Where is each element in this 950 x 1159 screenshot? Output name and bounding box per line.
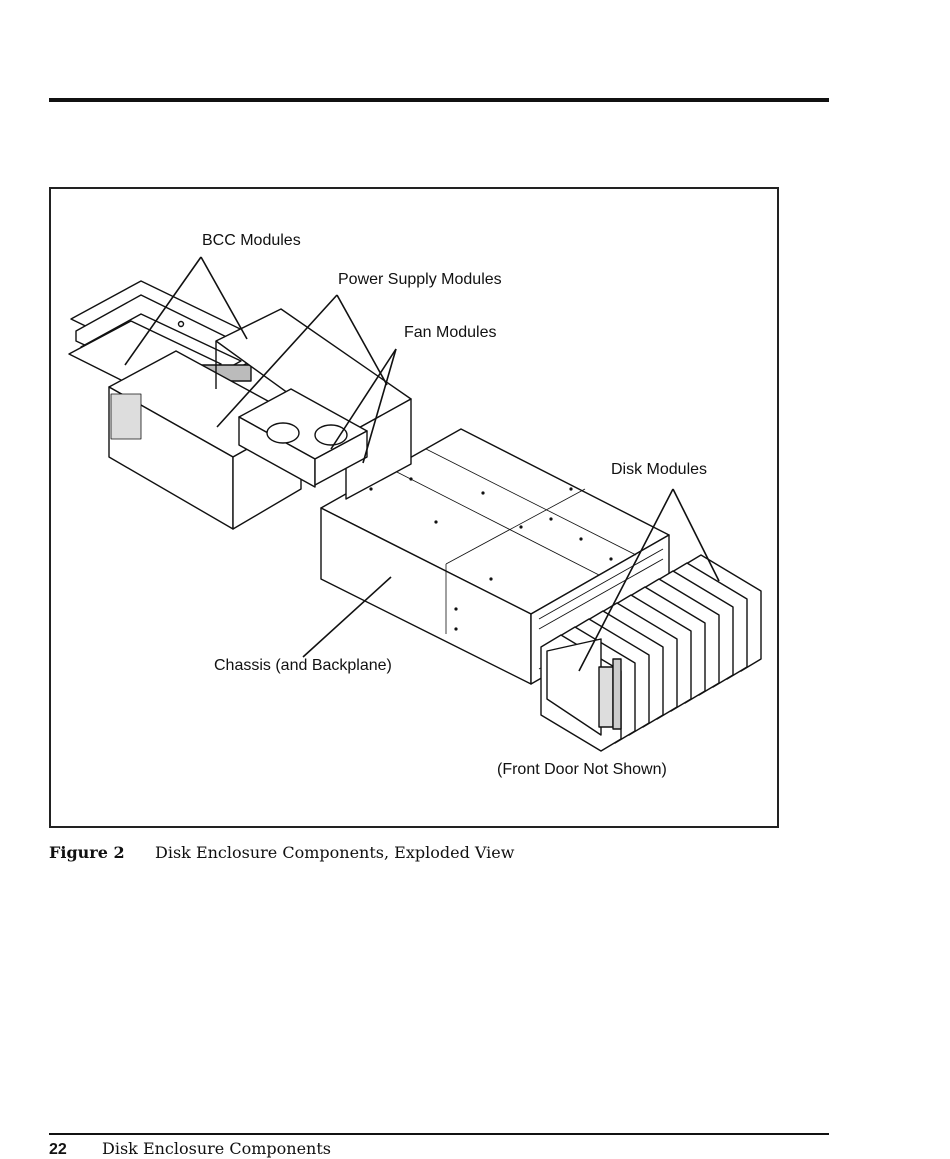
label-disk-modules: Disk Modules [611, 461, 708, 478]
page-footer: 22 Disk Enclosure Components [49, 1139, 331, 1159]
label-fan-modules: Fan Modules [404, 324, 497, 341]
label-power-supply-modules: Power Supply Modules [338, 271, 502, 288]
label-chassis: Chassis (and Backplane) [214, 657, 392, 674]
footer-rule [49, 1133, 829, 1135]
figure-frame: BCC Modules Power Supply Modules Fan Mod… [49, 187, 779, 828]
leader-lines [124, 256, 720, 672]
disk-modules-drawing [540, 554, 762, 752]
figure-title: Disk Enclosure Components, Exploded View [155, 843, 515, 862]
figure-number: Figure 2 [49, 843, 125, 862]
header-rule [49, 98, 829, 102]
figure-caption: Figure 2 Disk Enclosure Components, Explo… [49, 843, 514, 862]
page-number: 22 [49, 1141, 67, 1158]
footer-section-title: Disk Enclosure Components [102, 1139, 331, 1158]
label-front-door-note: (Front Door Not Shown) [497, 761, 667, 778]
label-bcc-modules: BCC Modules [202, 232, 301, 249]
power-supply-modules-drawing [108, 308, 412, 530]
exploded-view-illustration [68, 256, 762, 752]
